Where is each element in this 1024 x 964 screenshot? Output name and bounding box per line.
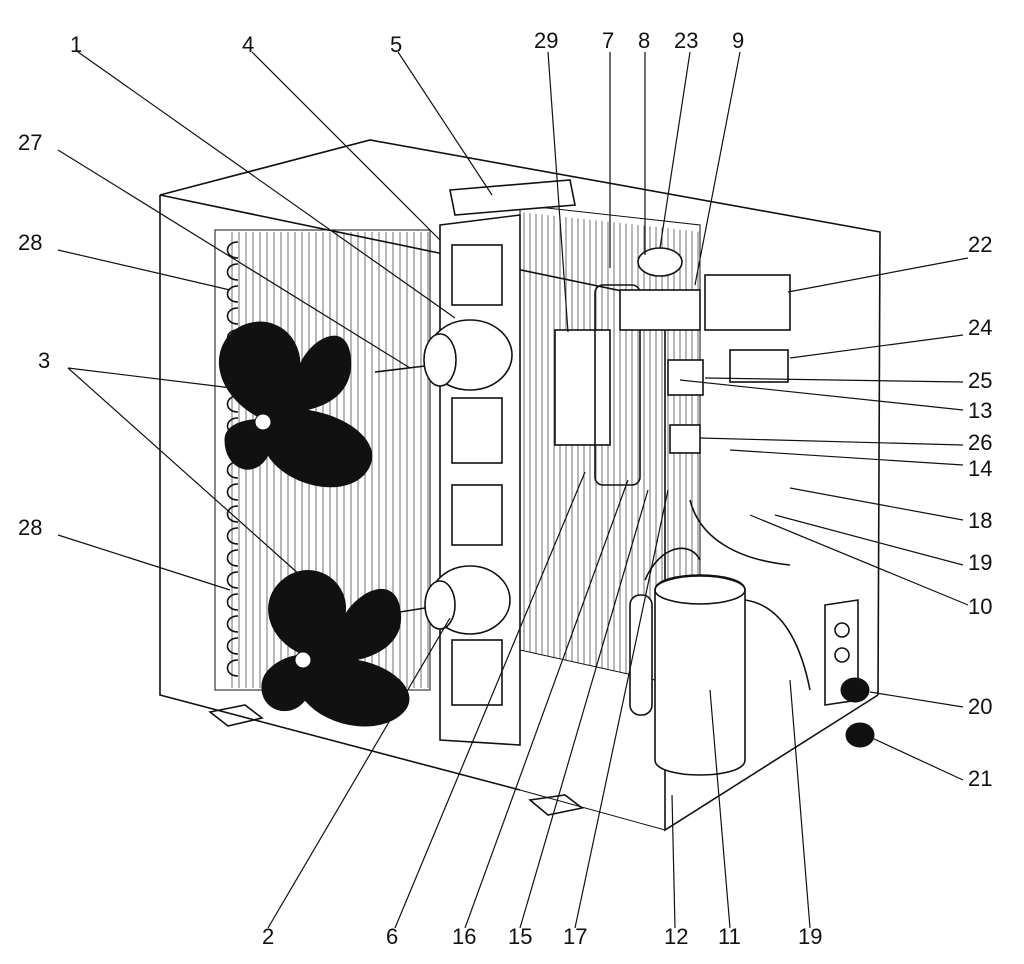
callout-8: 8 <box>638 28 650 53</box>
callout-1: 1 <box>70 32 82 57</box>
callout-13: 13 <box>968 398 992 423</box>
callout-2: 2 <box>262 924 274 949</box>
callout-28-upper: 28 <box>18 230 42 255</box>
leader-lines <box>57 51 969 929</box>
upper-propeller-fan <box>218 321 373 488</box>
refrigerant-piping <box>644 499 811 691</box>
callout-19-bottom: 19 <box>798 924 822 949</box>
cabinet-outline <box>159 139 881 832</box>
callout-labels: 1 4 5 29 7 8 23 9 27 28 22 24 3 25 13 26… <box>18 28 992 949</box>
return-bend <box>226 241 239 259</box>
service-valve-plate <box>824 599 875 748</box>
return-bend <box>226 483 239 501</box>
callout-29: 29 <box>534 28 558 53</box>
control-box <box>554 247 791 486</box>
lower-propeller-fan <box>261 570 410 727</box>
return-bend <box>226 593 239 611</box>
return-bend <box>226 263 239 281</box>
return-bend <box>226 659 239 677</box>
callout-15: 15 <box>508 924 532 949</box>
callout-26: 26 <box>968 430 992 455</box>
return-bend <box>226 307 239 325</box>
callout-4: 4 <box>242 32 254 57</box>
callout-3: 3 <box>38 348 50 373</box>
compressor <box>629 574 746 776</box>
callout-25: 25 <box>968 368 992 393</box>
callout-22: 22 <box>968 232 992 257</box>
callout-16: 16 <box>452 924 476 949</box>
return-bend <box>226 571 239 589</box>
callout-24: 24 <box>968 315 992 340</box>
callout-18: 18 <box>968 508 992 533</box>
return-bend <box>226 285 239 303</box>
callout-23: 23 <box>674 28 698 53</box>
return-bend <box>226 549 239 567</box>
callout-10: 10 <box>968 594 992 619</box>
callout-17: 17 <box>563 924 587 949</box>
return-bend <box>226 637 239 655</box>
callout-19-right: 19 <box>968 550 992 575</box>
fan-motor-bracket <box>439 179 576 746</box>
return-bend <box>226 527 239 545</box>
lower-fan-motor <box>399 565 511 635</box>
return-bend <box>226 505 239 523</box>
callout-11: 11 <box>718 924 741 949</box>
return-bend <box>226 615 239 633</box>
callout-9: 9 <box>732 28 744 53</box>
callout-6: 6 <box>386 924 398 949</box>
callout-27: 27 <box>18 130 42 155</box>
callout-28-lower: 28 <box>18 515 42 540</box>
callout-21: 21 <box>968 766 992 791</box>
callout-5: 5 <box>390 32 402 57</box>
callout-14: 14 <box>968 456 992 481</box>
upper-fan-motor <box>374 319 513 391</box>
callout-20: 20 <box>968 694 992 719</box>
callout-12: 12 <box>664 924 688 949</box>
callout-7: 7 <box>602 28 614 53</box>
